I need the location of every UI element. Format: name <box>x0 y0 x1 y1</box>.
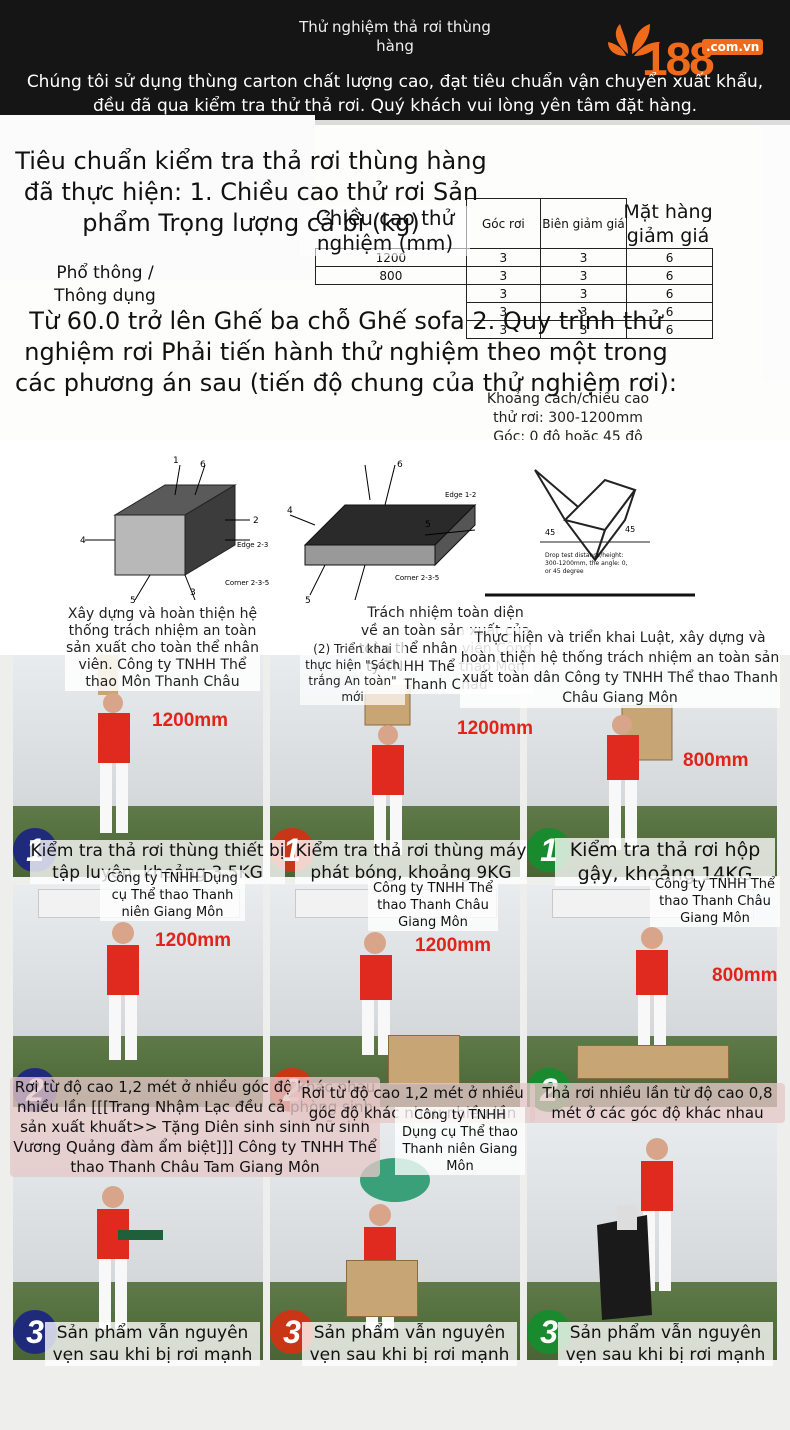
table-cell: 6 <box>626 284 713 303</box>
label-6: 6 <box>200 460 206 470</box>
box-diagram-dark: 6 4 5 5 Edge 1-2 Corner 2-3-5 <box>287 460 476 605</box>
label-4: 4 <box>287 506 293 516</box>
label-6: 6 <box>397 460 403 470</box>
box-diagram-gray: 6 1 2 4 5 3 Edge 2-3 Corner 2-3-5 <box>80 456 269 605</box>
drop-note: Khoảng cách/chiều cao thử rơi: 300-1200m… <box>486 391 650 445</box>
table-cell: 3 <box>465 266 541 285</box>
photo-caption: Sản phẩm vẫn nguyên vẹn sau khi bị rơi m… <box>302 1322 517 1366</box>
label-1: 1 <box>173 456 179 466</box>
label-4: 4 <box>80 536 86 546</box>
corner-label: Corner 2-3-5 <box>395 574 439 582</box>
caption-left: Xây dựng và hoàn thiện hệ thống trách nh… <box>65 606 260 691</box>
company-label: Công ty TNHH Thể thao Thanh Châu Giang M… <box>650 876 780 927</box>
table-cell: 6 <box>626 266 713 285</box>
procedure-text: Từ 60.0 trở lên Ghế ba chỗ Ghế sofa 2. Q… <box>15 307 677 397</box>
photo-caption: Thả rơi nhiều lần từ độ cao 0,8 mét ở cá… <box>530 1083 785 1123</box>
table-cell: 3 <box>539 266 628 285</box>
company-label: Công ty TNHH Dụng cụ Thể thao Thanh niên… <box>100 870 245 921</box>
edge-label: Edge 1-2 <box>445 491 476 499</box>
photo-caption: Rơi từ độ cao 1,2 mét ở nhiều góc độ khá… <box>10 1077 380 1177</box>
col-edge: Biên giảm giá <box>539 198 628 249</box>
logo-domain: .com.vn <box>702 39 764 55</box>
brand-logo[interactable]: 188 .com.vn <box>606 14 786 85</box>
photo-caption: Kiểm tra thả rơi thùng máy phát bóng, kh… <box>295 840 527 884</box>
table-cell: 3 <box>465 284 541 303</box>
angle-label: 45 <box>545 528 555 537</box>
photo-caption: Sản phẩm vẫn nguyên vẹn sau khi bị rơi m… <box>45 1322 260 1366</box>
caption-mid-small: (2) Triển khai thực hiện "Sách trắng An … <box>300 641 405 705</box>
label-5: 5 <box>425 520 431 530</box>
caption-right: Thực hiện và triển khai Luật, xây dựng v… <box>460 628 780 708</box>
angle-label: 45 <box>625 525 635 534</box>
standard-heading: Tiêu chuẩn kiểm tra thả rơi thùng hàng đ… <box>15 147 487 237</box>
drop-caption: Drop test distance/height: 300-1200mm, t… <box>545 552 628 575</box>
height-label: 800mm <box>712 965 778 986</box>
height-label: 1200mm <box>415 935 492 956</box>
header-bar: Thử nghiệm thả rơi thùng hàng 188 .com.v… <box>0 0 790 125</box>
label-5: 5 <box>305 596 311 605</box>
carton-box <box>346 1260 418 1317</box>
drop-angle-diagram: 45 45 <box>485 469 695 597</box>
col-face-label: Mặt hàng giảm giá <box>623 201 713 247</box>
table-cell: 3 <box>465 248 541 267</box>
col-angle: Góc rơi <box>465 198 541 249</box>
label-3: 3 <box>190 588 196 598</box>
height-label: 1200mm <box>152 710 229 731</box>
row-label: Phổ thông / Thông dụng <box>54 263 156 306</box>
header-description: Chúng tôi sử dụng thùng carton chất lượn… <box>26 72 764 116</box>
corner-label: Corner 2-3-5 <box>225 579 269 587</box>
table-cell: 6 <box>626 248 713 267</box>
company-label: Công ty TNHH Dụng cụ Thể thao Thanh niên… <box>395 1107 525 1175</box>
flower-icon <box>608 24 660 56</box>
table-cell: 3 <box>539 248 628 267</box>
carton-box <box>388 1035 460 1085</box>
table-cell: 3 <box>539 284 628 303</box>
height-label: 1200mm <box>457 718 534 739</box>
carton-box <box>577 1045 729 1079</box>
photo-caption: Sản phẩm vẫn nguyên vẹn sau khi bị rơi m… <box>558 1322 773 1366</box>
page-title: Thử nghiệm thả rơi thùng hàng <box>299 18 491 55</box>
standard-heading-bg <box>0 115 315 280</box>
label-5: 5 <box>130 596 136 605</box>
table-cell: 3 <box>539 320 628 339</box>
photo-3-3 <box>527 1115 777 1360</box>
col-height-label: Chiều cao thử nghiệm (mm) <box>300 206 470 256</box>
height-cell: 800 <box>315 266 467 285</box>
height-label: 800mm <box>683 750 749 771</box>
company-label: Công ty TNHH Thể thao Thanh Châu Giang M… <box>368 880 498 931</box>
table-cell: 6 <box>626 320 713 339</box>
height-label: 1200mm <box>155 930 232 951</box>
edge-label: Edge 2-3 <box>237 541 268 549</box>
label-2: 2 <box>253 516 259 526</box>
